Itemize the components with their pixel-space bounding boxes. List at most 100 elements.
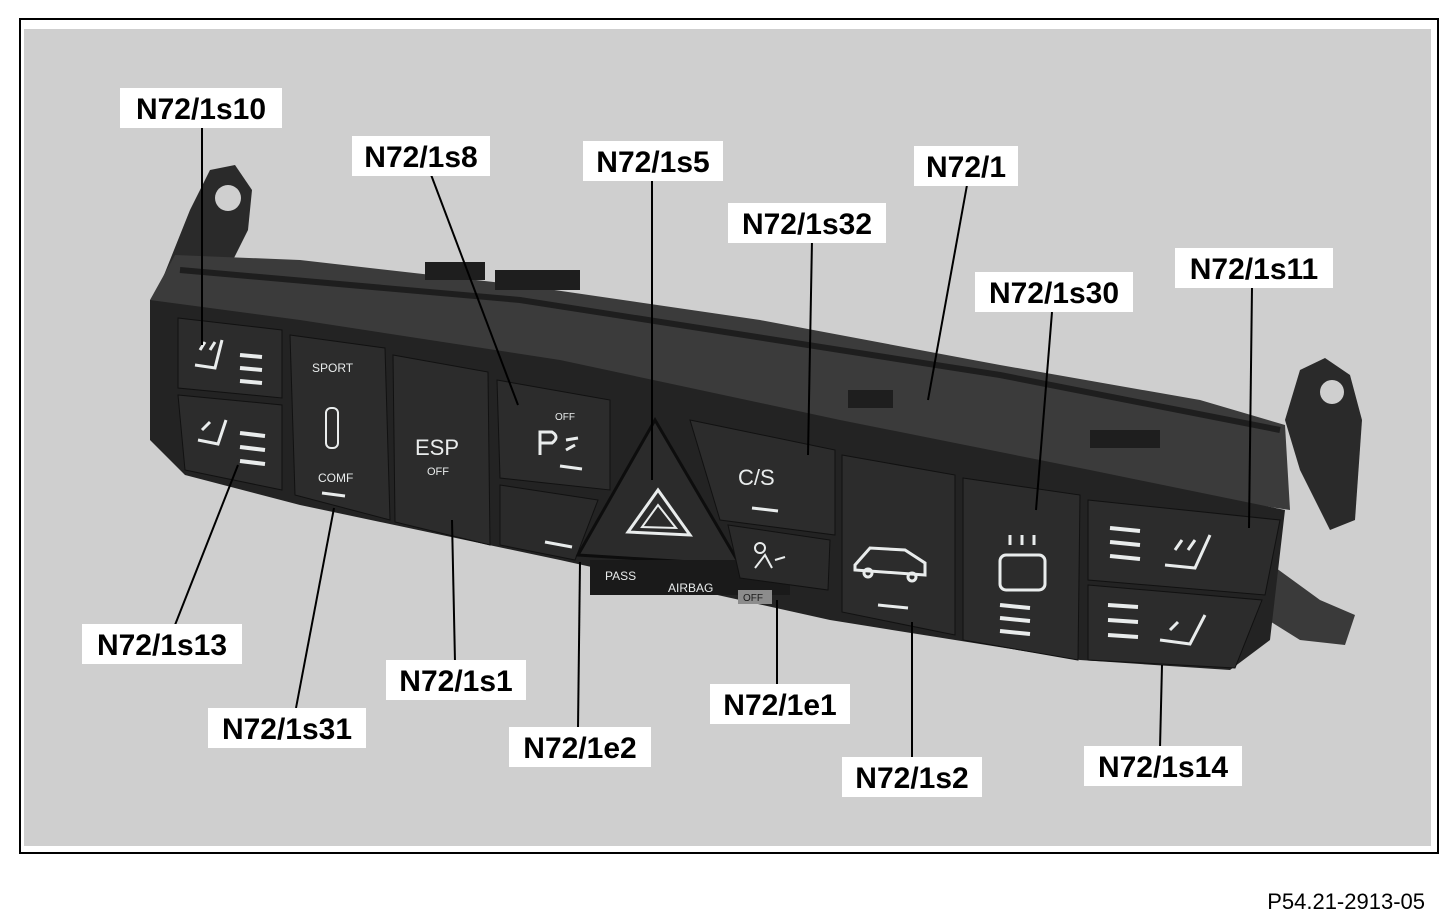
callout-box [710, 684, 850, 724]
callout-label: N72/1s31 [222, 713, 352, 746]
leader-s32 [807, 239, 813, 456]
seatbelt-airbag-icon [754, 542, 786, 569]
vehicle-icon [853, 546, 927, 583]
callout-box [842, 757, 982, 797]
seat-vent-icon [197, 419, 228, 446]
right-lower-clip [1260, 560, 1355, 645]
esp-off-label: OFF [427, 466, 449, 478]
leader-s8 [429, 171, 519, 406]
callout-n72-1s13: N72/1s13 [82, 624, 242, 664]
comfort-sport-button[interactable] [689, 419, 836, 536]
callout-box [386, 660, 526, 700]
rear-window-heat-button[interactable] [962, 477, 1081, 661]
right-bracket-hole [1320, 380, 1344, 404]
hazard-triangle-icon-inner [640, 503, 679, 530]
callout-n72-1s32: N72/1s32 [728, 203, 886, 243]
cs-label: C/S [738, 465, 775, 490]
callout-box [82, 624, 242, 664]
leader-s14 [1159, 664, 1163, 749]
leader-s11 [1248, 286, 1253, 529]
leader-s1 [451, 519, 456, 663]
callout-label: N72/1e1 [723, 689, 836, 722]
callout-box [583, 141, 723, 181]
cs-indicator [751, 506, 779, 513]
callout-label: N72/1s14 [1098, 751, 1228, 784]
callout-n72-1s5: N72/1s5 [583, 141, 723, 181]
leader-s13 [174, 464, 239, 626]
callout-n72-1s2: N72/1s2 [842, 757, 982, 797]
leader-e2 [577, 561, 581, 729]
callout-box [509, 727, 651, 767]
callout-label: N72/1s10 [136, 93, 266, 126]
vehicle-level-button[interactable] [841, 454, 956, 636]
seat-heat-icon [194, 339, 224, 370]
blank-button-indicator [544, 540, 573, 549]
blank-button-lower-left[interactable] [499, 484, 599, 561]
seat-heat-button-left[interactable] [177, 317, 283, 399]
callout-n72-1e1: N72/1e1 [710, 684, 850, 724]
leader-s31 [295, 507, 335, 709]
figure-reference-code: P54.21-2913-05 [1267, 889, 1425, 914]
callout-box [975, 272, 1133, 312]
callout-label: N72/1s2 [855, 762, 968, 795]
seat-vent-button-left[interactable] [177, 394, 283, 491]
seat-heat-icon-right [1164, 534, 1212, 570]
callout-n72-1s31: N72/1s31 [208, 708, 366, 748]
housing-connector-3 [848, 390, 893, 408]
callout-label: N72/1s11 [1190, 253, 1318, 286]
callout-box [914, 146, 1018, 186]
seat-heat-button-right[interactable] [1087, 499, 1281, 596]
callout-label: N72/1 [926, 151, 1006, 184]
callout-n72-1s1: N72/1s1 [386, 660, 526, 700]
airbag-off-lamp [738, 590, 772, 604]
callout-n72-1s8: N72/1s8 [352, 136, 490, 176]
leader-lines [174, 128, 1253, 757]
parktronic-icon [538, 430, 579, 455]
housing-connector-2 [495, 270, 580, 290]
comf-label: COMF [318, 471, 353, 485]
callout-n72-1e2: N72/1e2 [509, 727, 651, 767]
airbag-off-label: OFF [743, 593, 763, 604]
sport-label: SPORT [312, 361, 354, 375]
callout-label: N72/1s30 [989, 277, 1119, 310]
airbag-label: AIRBAG [668, 581, 713, 595]
callout-label: N72/1s32 [742, 208, 872, 241]
parktronic-off-label: OFF [555, 412, 575, 423]
esp-off-button[interactable] [392, 354, 491, 546]
panel-top-ridge [179, 267, 1281, 433]
callout-box [1175, 248, 1333, 288]
callout-box [1084, 746, 1242, 786]
seat-vent-icon-right [1159, 614, 1207, 646]
callout-n72-1s11: N72/1s11 [1175, 248, 1333, 288]
passenger-airbag-off-button[interactable] [727, 524, 831, 591]
hazard-triangle-icon [625, 487, 694, 537]
callout-box [120, 88, 282, 128]
heater-icon [998, 535, 1047, 592]
comf-indicator [321, 491, 346, 498]
callout-label: N72/1s8 [364, 141, 477, 174]
callout-label: N72/1s13 [97, 629, 227, 662]
pass-label: PASS [605, 569, 636, 583]
seat-heat-level-bars-right [1109, 526, 1141, 561]
suspension-icon [325, 407, 339, 449]
right-mounting-bracket [1285, 358, 1362, 530]
seat-vent-level-bars [239, 431, 266, 466]
housing-connector-4 [1090, 430, 1160, 448]
rear-heat-level-bars [999, 603, 1031, 636]
callout-label: N72/1s5 [596, 146, 709, 179]
callout-n72-1s30: N72/1s30 [975, 272, 1133, 312]
seat-heat-level-bars [239, 353, 263, 385]
callout-box [352, 136, 490, 176]
seat-vent-level-bars-right [1107, 603, 1139, 639]
panel-top-housing [150, 255, 1290, 510]
left-bracket-hole [215, 185, 241, 211]
callout-n72-1: N72/1 [914, 146, 1018, 186]
callout-label: N72/1e2 [523, 732, 636, 765]
callout-n72-1s14: N72/1s14 [1084, 746, 1242, 786]
callout-box [208, 708, 366, 748]
vehicle-level-indicator [877, 603, 909, 610]
callout-label: N72/1s1 [399, 665, 512, 698]
sport-comf-button[interactable] [289, 334, 391, 521]
leader-n1 [927, 184, 968, 401]
